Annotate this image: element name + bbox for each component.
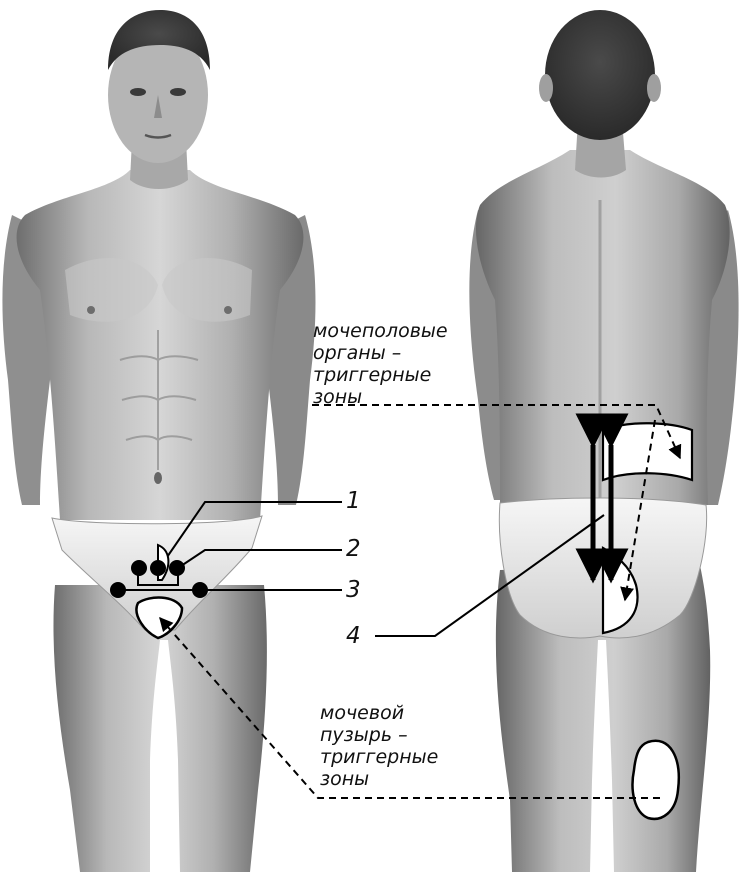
- back-ear-left: [539, 74, 553, 102]
- label-bladder-line-3: триггерные: [320, 746, 438, 768]
- front-torso: [17, 170, 304, 520]
- number-2: 2: [346, 536, 361, 562]
- point-3-right: [192, 582, 208, 598]
- label-genital-line-4: зоны: [313, 386, 448, 408]
- label-genital-zones: мочеполовые органы – триггерные зоны: [313, 320, 448, 408]
- number-1: 1: [346, 488, 361, 514]
- front-navel: [154, 472, 162, 484]
- front-figure: [2, 10, 315, 872]
- label-bladder-zones: мочевой пузырь – триггерные зоны: [320, 702, 438, 790]
- front-nipple-right: [224, 306, 232, 314]
- label-bladder-line-1: мочевой: [320, 702, 438, 724]
- back-ear-right: [647, 74, 661, 102]
- label-genital-line-2: органы –: [313, 342, 448, 364]
- point-2b: [150, 560, 166, 576]
- number-3: 3: [346, 577, 361, 603]
- point-2a: [131, 560, 147, 576]
- front-eye-left: [130, 88, 146, 96]
- point-3-left: [110, 582, 126, 598]
- label-genital-line-1: мочеполовые: [313, 320, 448, 342]
- back-lumbar-zone: [603, 423, 692, 480]
- back-head: [545, 10, 655, 140]
- point-2c: [169, 560, 185, 576]
- number-4: 4: [346, 623, 361, 649]
- label-bladder-line-2: пузырь –: [320, 724, 438, 746]
- front-nipple-left: [87, 306, 95, 314]
- front-eye-right: [170, 88, 186, 96]
- label-bladder-line-4: зоны: [320, 768, 438, 790]
- back-thigh-zone: [633, 741, 679, 819]
- label-genital-line-3: триггерные: [313, 364, 448, 386]
